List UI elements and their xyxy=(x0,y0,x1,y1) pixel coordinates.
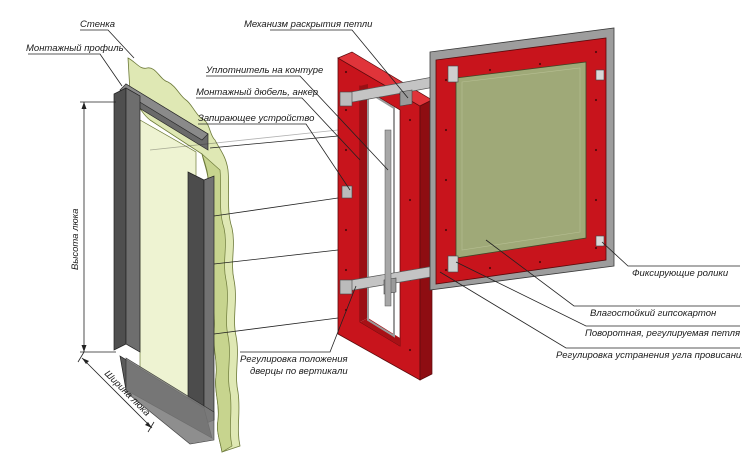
wall-opening xyxy=(139,119,197,411)
label-hinge-mechanism: Механизм раскрытия петли xyxy=(244,19,373,30)
label-lock: Запирающее устройство xyxy=(198,113,314,124)
leader-lines xyxy=(28,29,740,353)
label-hatch-height: Высота люка xyxy=(70,209,81,270)
label-vertical-adjust-1: Регулировка положения xyxy=(240,354,348,365)
label-wall: Стенка xyxy=(80,19,115,30)
door-drywall xyxy=(455,61,587,259)
frame-inner-left xyxy=(360,84,368,322)
label-sag-adjust: Регулировка устранения угла провисания xyxy=(556,350,742,361)
profile-right xyxy=(187,171,205,425)
width-dimension xyxy=(77,351,155,433)
frame-seal xyxy=(367,90,395,338)
height-dimension xyxy=(80,101,116,353)
profile-top-face xyxy=(119,83,209,141)
labels: Стенка Монтажный профиль Механизм раскры… xyxy=(26,19,742,419)
roller-bottom xyxy=(595,235,605,247)
profile-right-face xyxy=(203,175,215,425)
label-drywall: Влагостойкий гипсокартон xyxy=(590,308,717,319)
profile-left xyxy=(113,87,127,351)
label-vertical-adjust-2: дверцы по вертикали xyxy=(250,366,348,377)
roller-top xyxy=(595,69,605,81)
door-panel xyxy=(429,27,615,291)
label-mounting-profile: Монтажный профиль xyxy=(26,43,124,54)
label-anchor: Монтажный дюбель, анкер xyxy=(196,87,318,98)
frame-right-side xyxy=(419,99,433,381)
label-hinge: Поворотная, регулируемая петля xyxy=(585,328,740,339)
label-seal: Уплотнитель на контуре xyxy=(205,65,323,76)
label-fixing-rollers: Фиксирующие ролики xyxy=(632,268,729,279)
profile-left-face xyxy=(125,87,141,353)
frame-inner-bottom xyxy=(360,318,400,346)
wall-section xyxy=(113,57,241,453)
profile-bottom-flange xyxy=(125,357,215,445)
